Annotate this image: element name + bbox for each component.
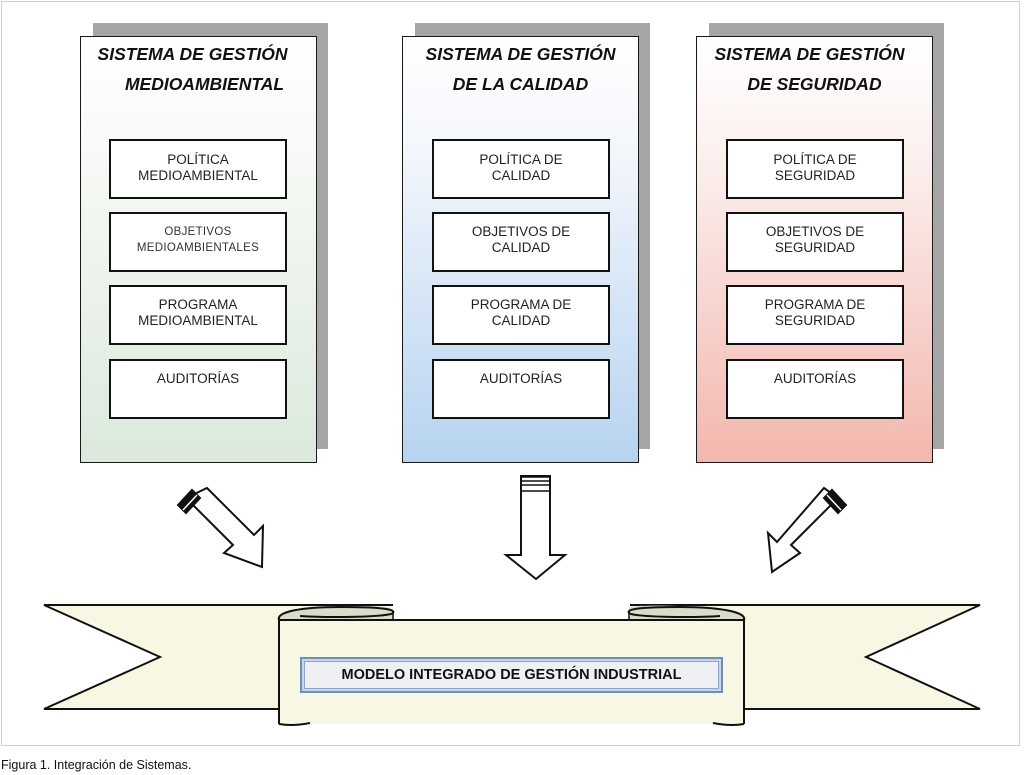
item-text: MEDIOAMBIENTALES xyxy=(136,242,260,254)
arrow-down-icon xyxy=(503,475,568,581)
item-audits: AUDITORÍAS xyxy=(726,359,904,419)
integrated-model-label: MODELO INTEGRADO DE GESTIÓN INDUSTRIAL xyxy=(300,657,723,693)
item-objectives: OBJETIVOS MEDIOAMBIENTALES xyxy=(109,212,287,272)
item-text: AUDITORÍAS xyxy=(773,371,857,386)
item-text: OBJETIVOS DE xyxy=(765,224,865,239)
panel-title-line1: SISTEMA DE GESTIÓN xyxy=(425,44,616,64)
item-policy: POLÍTICA MEDIOAMBIENTAL xyxy=(109,139,287,199)
item-text: SEGURIDAD xyxy=(774,313,856,328)
item-audits: AUDITORÍAS xyxy=(109,359,287,419)
panel-title-line1: SISTEMA DE GESTIÓN xyxy=(714,44,905,64)
item-objectives: OBJETIVOS DE CALIDAD xyxy=(432,212,610,272)
item-text: CALIDAD xyxy=(491,168,551,183)
figure-caption: Figura 1. Integración de Sistemas. xyxy=(1,758,192,772)
arrow-down-right-icon xyxy=(176,486,265,569)
item-objectives: OBJETIVOS DE SEGURIDAD xyxy=(726,212,904,272)
item-text: MEDIOAMBIENTAL xyxy=(138,168,258,183)
panel-title-line1: SISTEMA DE GESTIÓN xyxy=(97,44,288,64)
item-program: PROGRAMA DE CALIDAD xyxy=(432,285,610,345)
item-text: SEGURIDAD xyxy=(774,240,856,255)
item-text: AUDITORÍAS xyxy=(479,371,563,386)
item-text: POLÍTICA xyxy=(167,152,229,167)
system-panel-environmental: SISTEMA DE GESTIÓN MEDIOAMBIENTAL POLÍTI… xyxy=(80,36,317,463)
arrow-down-left-icon xyxy=(766,486,848,574)
item-program: PROGRAMA DE SEGURIDAD xyxy=(726,285,904,345)
item-policy: POLÍTICA DE SEGURIDAD xyxy=(726,139,904,199)
item-text: AUDITORÍAS xyxy=(156,371,240,386)
item-policy: POLÍTICA DE CALIDAD xyxy=(432,139,610,199)
item-text: PROGRAMA xyxy=(158,297,238,312)
item-program: PROGRAMA MEDIOAMBIENTAL xyxy=(109,285,287,345)
item-audits: AUDITORÍAS xyxy=(432,359,610,419)
panel-title-line2: MEDIOAMBIENTAL xyxy=(124,74,285,94)
panel-title-line2: DE SEGURIDAD xyxy=(747,74,882,94)
item-text: OBJETIVOS xyxy=(164,226,232,238)
item-text: OBJETIVOS DE xyxy=(471,224,571,239)
item-text: CALIDAD xyxy=(491,240,551,255)
item-text: PROGRAMA DE xyxy=(764,297,866,312)
system-panel-safety: SISTEMA DE GESTIÓN DE SEGURIDAD POLÍTICA… xyxy=(696,36,933,463)
item-text: CALIDAD xyxy=(491,313,551,328)
item-text: PROGRAMA DE xyxy=(470,297,572,312)
item-text: SEGURIDAD xyxy=(774,168,856,183)
item-text: POLÍTICA DE xyxy=(773,152,857,167)
panel-title-line2: DE LA CALIDAD xyxy=(452,74,589,94)
system-panel-quality: SISTEMA DE GESTIÓN DE LA CALIDAD POLÍTIC… xyxy=(402,36,639,463)
item-text: MEDIOAMBIENTAL xyxy=(138,313,258,328)
item-text: POLÍTICA DE xyxy=(479,152,563,167)
